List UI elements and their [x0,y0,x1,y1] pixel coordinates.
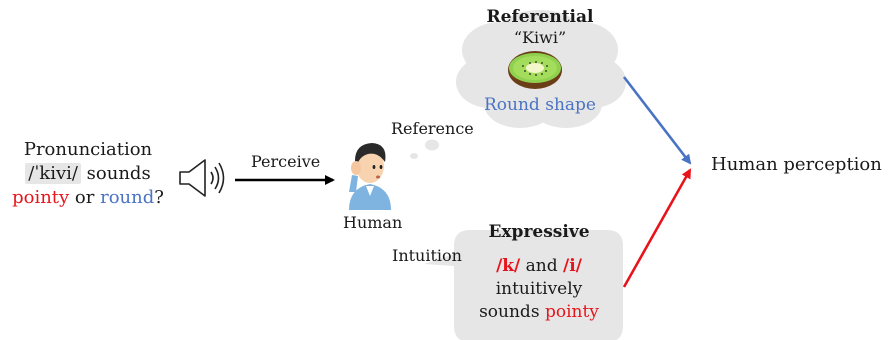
expressive-line3: sounds pointy [479,302,599,322]
expressive-title: Expressive [488,222,590,242]
referential-arrow [622,76,692,165]
human-perception-label: Human perception [711,154,882,175]
word-pointy-expressive: pointy [544,302,599,322]
perceive-label: Perceive [251,152,321,171]
expressive-bubble [424,230,623,340]
choice-line: pointy or round? [12,187,164,208]
expressive-line1: /k/ and /i/ [496,256,582,276]
pronunciation-label: Pronunciation [23,139,153,160]
word-round: round [100,187,155,208]
reference-label: Reference [391,119,474,138]
speaker-icon [179,159,225,197]
thought-dot-medium [425,139,439,151]
phoneme-k: /k/ [496,256,521,276]
question-text: Pronunciation /ˈkivi/ sounds pointy or r… [0,138,176,210]
ipa-line: /ˈkivi/ sounds [0,162,176,186]
thought-dot-small [410,153,418,159]
phoneme-i: /i/ [563,256,582,276]
expressive-line2: intuitively [495,279,583,299]
expressive-arrow [622,168,692,288]
person-listening-icon [349,143,391,210]
round-shape-label: Round shape [484,95,596,115]
expressive-content: Expressive /k/ and /i/ intuitively sound… [454,221,624,324]
word-pointy: pointy [12,187,70,208]
referential-content: Referential “Kiwi” [460,6,620,48]
intuition-label: Intuition [392,246,462,265]
kiwi-quote: “Kiwi” [513,28,567,47]
ipa-kiwi: /ˈkivi/ [25,163,81,184]
human-label: Human [343,213,403,232]
referential-title: Referential [486,7,594,27]
kiwi-icon [508,51,562,89]
